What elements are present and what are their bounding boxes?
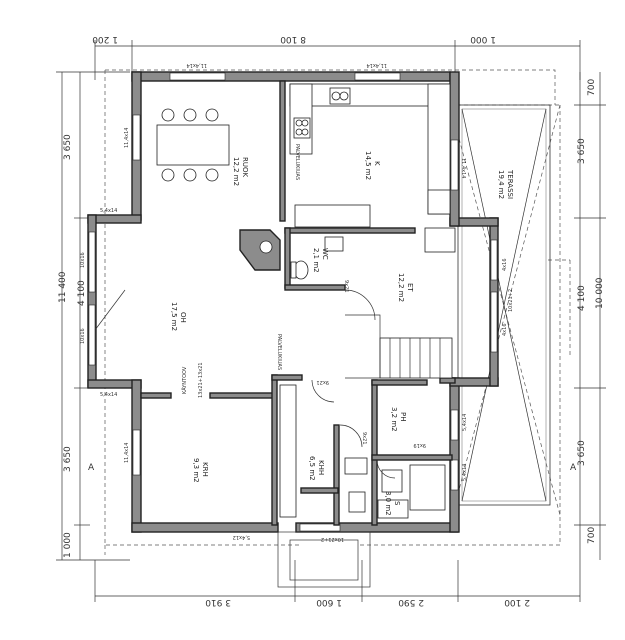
top-dim-1: 1 200 (92, 34, 118, 44)
bottom-dimension-line: 3 910 1 600 2 590 2 100 (94, 560, 581, 607)
left-dim-total: 11 400 (58, 271, 68, 303)
room-terassi: TERASSI 19,4 m2 (497, 169, 514, 199)
room-et: ET 12,2 m2 (397, 273, 414, 302)
room-area: 12,2 m2 (232, 157, 240, 186)
label-window-top-left: 11,4x14 (187, 62, 207, 68)
window-openings (88, 72, 498, 532)
label-window-et-a: 4x16 (502, 258, 508, 271)
label-door-front: 10x21+2 (321, 536, 344, 542)
room-area: 17,5 m2 (170, 302, 178, 331)
room-name: KRH (201, 462, 209, 477)
room-name: WC (321, 248, 329, 260)
label-window-left-bottom: 11,4x14 (124, 443, 130, 463)
edge-mask (606, 100, 625, 180)
bottom-dim-4: 2 100 (504, 597, 530, 607)
section-marker-a: A (88, 463, 95, 473)
label-door-et: 9x21 (316, 379, 329, 385)
bottom-dim-3: 2 590 (398, 597, 424, 607)
top-dimension-line: 1 200 8 100 1 000 (92, 34, 581, 80)
left-dim-4: 1 000 (63, 532, 73, 558)
room-area: 3,0 m2 (384, 491, 392, 516)
label-kayntoov: KÄYNTOOV (181, 366, 188, 394)
bottom-dim-1: 3 910 (205, 597, 231, 607)
label-window-left-b: 5,4x14 (100, 392, 117, 398)
room-area: 2,1 m2 (312, 248, 320, 273)
room-wc: WC 2,1 m2 (312, 248, 329, 273)
terrace (457, 104, 551, 506)
bathroom-fixtures (279, 384, 446, 519)
door-swings (94, 289, 396, 479)
room-name: TERASSI (506, 169, 514, 199)
section-marker-a2: A (570, 463, 577, 473)
room-ph: PH 3,2 m2 (390, 407, 407, 432)
bottom-dim-2: 1 600 (316, 597, 342, 607)
room-area: 3,2 m2 (390, 407, 398, 432)
right-dim-total: 10 000 (595, 277, 605, 309)
label-window-ph: 5,4x14 (462, 414, 468, 431)
label-kayntoov-dim: 13x21+13x21 (198, 362, 204, 398)
label-window-top-right: 11,4x14 (367, 62, 387, 68)
room-area: 6,5 m2 (308, 456, 316, 481)
label-door-wc: 9x21 (343, 280, 349, 293)
staircase (345, 314, 453, 379)
interior-walls (140, 80, 456, 526)
right-dimension-lines: 700 3 650 4 100 3 650 700 10 000 (574, 72, 606, 560)
room-name: OH (179, 312, 187, 323)
label-door-s: 9x19 (413, 442, 426, 448)
room-area: 14,5 m2 (364, 151, 372, 180)
label-window-left-a: 5,4x14 (100, 208, 117, 214)
right-dim-3: 4 100 (577, 285, 587, 311)
wc-fixtures (290, 236, 344, 280)
left-dim-3: 3 650 (63, 446, 73, 472)
room-khh: KHH 6,5 m2 (308, 456, 325, 481)
room-s: S 3,0 m2 (384, 491, 401, 516)
right-dim-4: 3 650 (577, 440, 587, 466)
label-window-oh-b: 10x16 (80, 328, 86, 344)
label-window-left-top: 11,4x14 (124, 128, 130, 148)
kitchen-cabinets (289, 83, 456, 253)
room-name: ET (406, 283, 414, 292)
label-pesu2: PALVELUKIUAS (276, 334, 282, 370)
dining-table (156, 108, 230, 182)
left-dim-2: 4 100 (77, 280, 87, 306)
right-dim-2: 3 650 (577, 138, 587, 164)
room-k: K 14,5 m2 (364, 151, 381, 180)
label-door-ph: 9x21 (361, 432, 367, 445)
label-window-s: 5,4x14 (462, 464, 468, 481)
room-area: 19,4 m2 (497, 170, 505, 199)
room-name: KHH (317, 460, 325, 475)
entrance-steps (277, 531, 371, 588)
room-name: K (373, 161, 381, 166)
left-dim-1: 3 650 (63, 134, 73, 160)
room-krh: KRH 9,3 m2 (192, 458, 209, 483)
room-name: PH (399, 412, 407, 422)
top-dim-3: 1 000 (470, 34, 496, 44)
label-pesu: PALVELUKIUAS (294, 144, 300, 180)
room-ruok: RUOK 12,2 m2 (232, 157, 249, 186)
label-window-et-b: 4x16 (502, 323, 508, 336)
left-dimension-lines: 11 400 3 650 4 100 3 650 1 000 (56, 71, 130, 561)
room-name: S (393, 501, 401, 506)
fireplace (239, 229, 281, 271)
room-oh: OH 17,5 m2 (170, 302, 187, 331)
label-window-k-right: 11,4x14 (460, 158, 466, 178)
right-dim-1: 700 (587, 79, 597, 96)
label-window-oh-a: 10x16 (80, 252, 86, 268)
room-name: RUOK (241, 157, 249, 177)
label-window-bottom: 5,4x12 (233, 534, 250, 540)
room-area: 9,3 m2 (192, 458, 200, 483)
top-dim-2: 8 100 (280, 34, 306, 44)
right-dim-5: 700 (587, 527, 597, 544)
label-door-terrace: 10x21+2 (508, 289, 514, 312)
room-area: 12,2 m2 (397, 273, 405, 302)
